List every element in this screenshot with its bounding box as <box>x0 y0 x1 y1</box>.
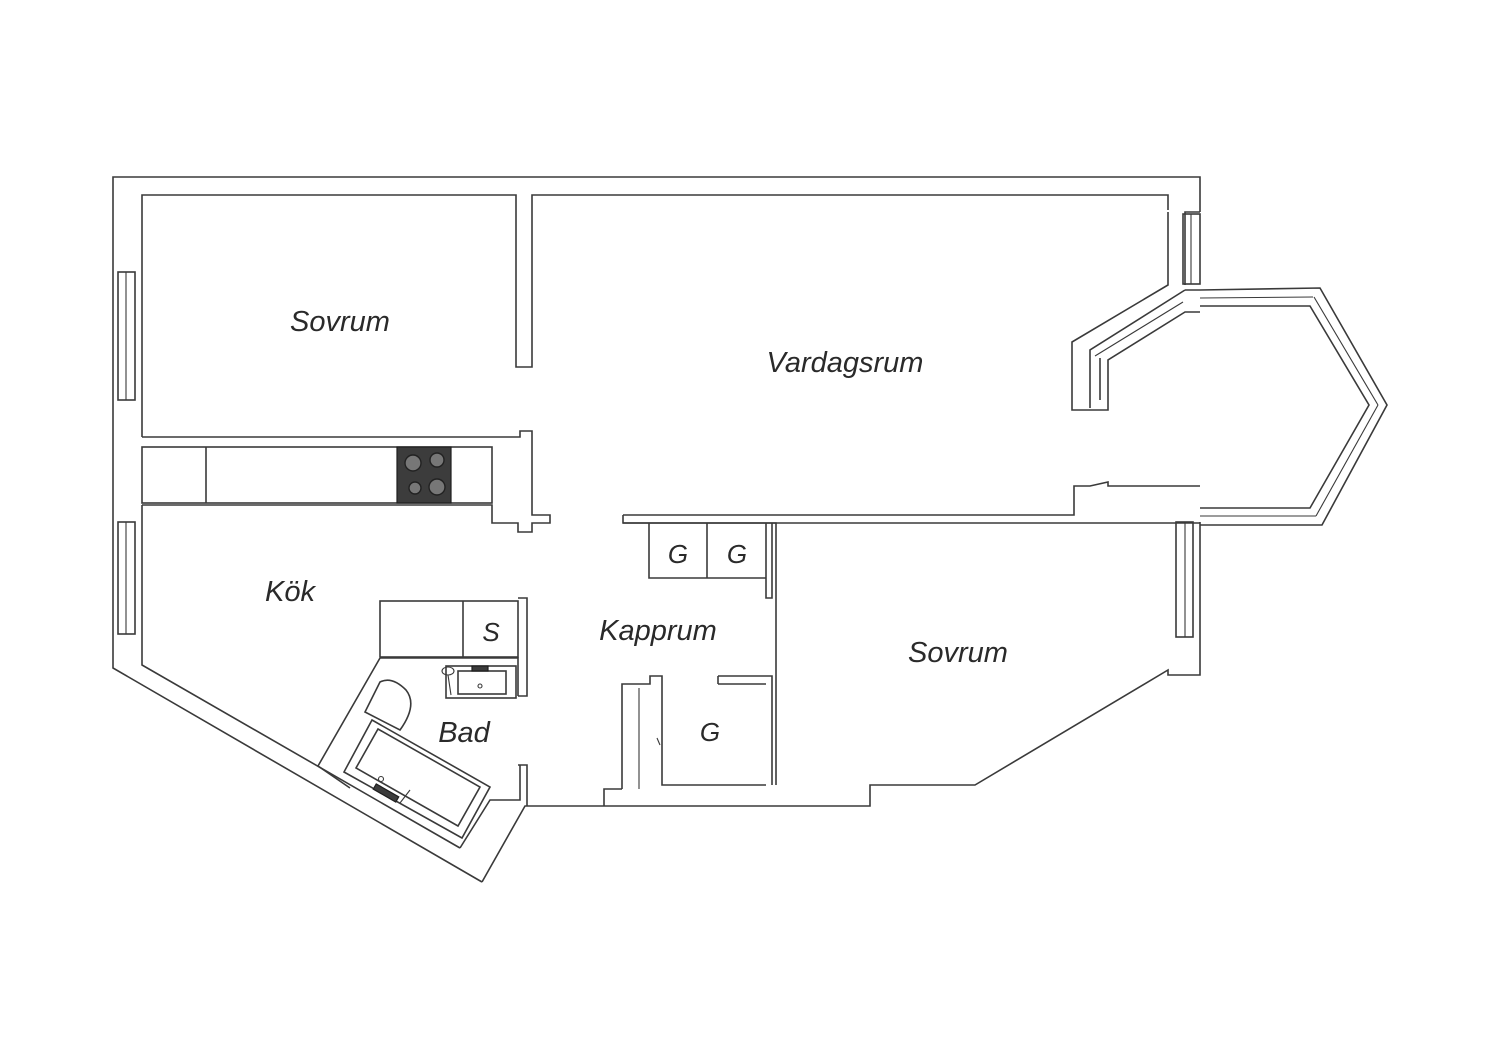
shower-icon <box>441 666 455 696</box>
closet-label-g2: G <box>727 539 747 569</box>
interior-walls <box>142 358 1200 806</box>
bay-window <box>1071 211 1388 526</box>
room-label-sovrum-top: Sovrum <box>290 306 390 338</box>
window-left-bottom <box>117 521 136 635</box>
bathtub-icon <box>342 718 492 840</box>
kitchen-counter <box>141 446 493 504</box>
room-label-sovrum-bottom: Sovrum <box>908 637 1008 669</box>
stove-icon <box>396 446 452 504</box>
closet-label-s: S <box>482 617 500 647</box>
room-label-kok: Kök <box>265 576 316 608</box>
sink-icon <box>445 665 517 699</box>
toilet-icon <box>363 679 412 732</box>
room-label-kapprum: Kapprum <box>599 615 717 647</box>
room-label-bad: Bad <box>438 717 490 749</box>
storage-cabinet <box>379 600 519 658</box>
window-left-top <box>117 271 136 401</box>
room-label-vardagsrum: Vardagsrum <box>767 347 924 379</box>
closet-label-g3: G <box>700 717 720 747</box>
closet-label-g1: G <box>668 539 688 569</box>
outer-wall <box>112 176 1201 883</box>
window-right-bedroom <box>1175 521 1194 638</box>
